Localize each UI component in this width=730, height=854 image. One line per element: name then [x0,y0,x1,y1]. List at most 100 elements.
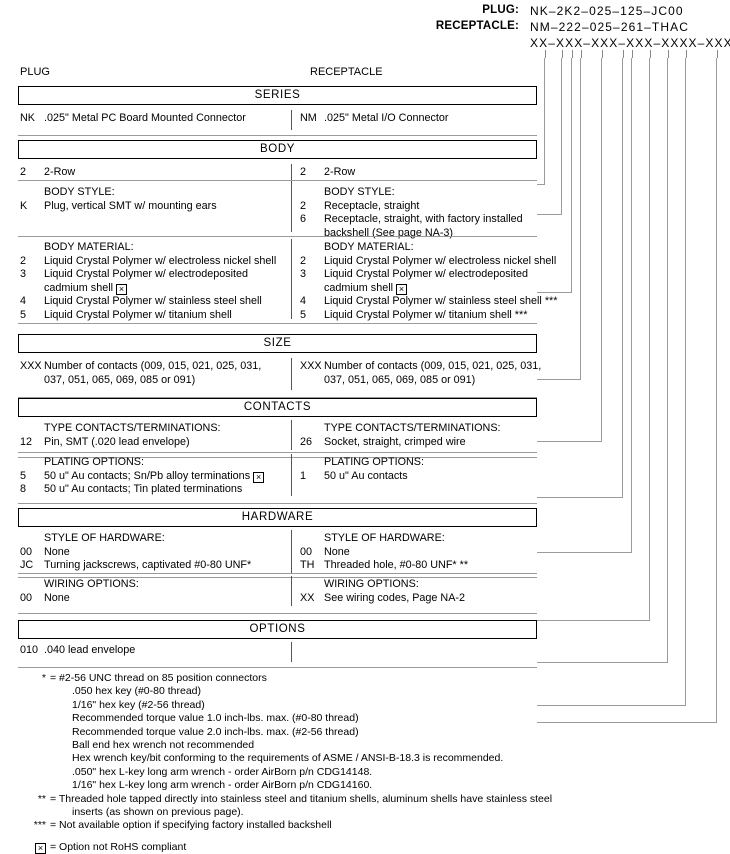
footnote-marker-text: *** [33,819,46,832]
footnote-line: Ball end hex wrench not recommended [72,739,255,751]
footnote-line: .050 hex key (#0-80 thread) [72,685,201,698]
option-code-text: 1 [300,469,307,482]
section-rule [18,613,537,614]
column-divider [291,642,292,662]
section-bar-series: SERIES [18,86,537,105]
group-heading-plug: BODY STYLE: [44,186,115,198]
option-code: XXX [300,360,322,374]
rohs-box-icon [116,283,128,295]
option-code-text: 2 [300,166,307,178]
option-description: Receptacle, straight, with factory insta… [324,213,523,226]
option-description: Liquid Crystal Polymer w/ titanium shell… [324,309,528,321]
footnote-marker-text: * [41,672,46,684]
option-code-text: 5 [20,309,27,321]
part-number-code: XX–XXX–XXX–XXX–XXXX–XXX [530,36,730,50]
subgroup-rule [18,180,537,181]
option-code-text: 00 [300,545,313,558]
option-description: 2-Row [44,166,76,178]
subgroup-rule [18,573,537,574]
option-code-text: K [20,199,28,212]
option-description: 2-Row [324,166,356,178]
footnote-marker: ** [0,793,46,806]
leader-line [537,58,623,498]
footnote-marker-text: ** [37,792,46,805]
leader-line [537,58,686,706]
option-description: 50 u" Au contacts [324,469,408,482]
option-description: None [324,545,350,558]
option-code: 5 [300,309,306,323]
option-code-text: 4 [20,295,27,308]
part-number-leader-tick [562,50,563,58]
option-description: Plug, vertical SMT w/ mounting ears [44,199,217,212]
part-number-leader-tick [686,50,687,58]
part-number-label: RECEPTACLE: [435,20,519,32]
rohs-box-icon [35,842,46,854]
column-divider [291,184,292,232]
option-description: backshell (See page NA-3) [324,226,454,239]
section-rule [18,577,537,578]
rohs-box-icon [253,471,265,483]
footnote-marker: * [0,672,46,685]
option-description: Liquid Crystal Polymer w/ titanium shell [44,309,232,321]
option-code: XXX [20,360,42,374]
part-number-code: NM–222–025–261–THAC [530,20,689,34]
group-heading-receptacle: STYLE OF HARDWARE: [324,532,445,544]
column-divider [291,420,292,450]
option-description: Liquid Crystal Polymer w/ electrodeposit… [44,268,249,281]
column-divider [291,454,292,496]
footnote-line: 1/16" hex L-key long arm wrench - order … [72,779,373,792]
option-description: Liquid Crystal Polymer w/ stainless stee… [44,295,262,308]
option-description: Receptacle, straight [324,199,420,212]
option-code: 3 [300,268,306,282]
column-divider [291,110,292,130]
group-heading-plug: PLATING OPTIONS: [44,456,144,468]
option-description: .040 lead envelope [44,644,136,656]
group-heading-receptacle: PLATING OPTIONS: [324,456,424,468]
option-code-text: JC [20,559,34,572]
part-number-row: PLUG:NK–2K2–025–125–JC00 [0,4,730,21]
option-description: None [44,591,70,604]
section-title: CONTACTS [243,401,312,413]
option-code: 1 [300,470,306,484]
group-heading-receptacle: WIRING OPTIONS: [324,578,419,590]
group-heading-receptacle: BODY MATERIAL: [324,241,414,253]
option-code-text: NK [20,112,35,124]
footnote-marker [0,841,46,854]
section-rule [18,135,537,136]
leader-line [537,58,602,442]
leader-line [537,58,668,663]
option-code: JC [20,559,33,573]
part-number-code: NK–2K2–025–125–JC00 [530,4,684,18]
option-description: .025" Metal PC Board Mounted Connector [44,112,246,124]
option-code-text: 2 [300,199,307,212]
column-divider [291,576,292,606]
option-code-text: XXX [300,360,322,372]
footnote-line: Hex wrench key/bit conforming to the req… [72,752,504,765]
option-description: Liquid Crystal Polymer w/ electroless ni… [44,254,277,267]
option-description: Threaded hole, #0-80 UNF* ** [324,559,469,572]
option-description: 50 u" Au contacts; Tin plated terminatio… [44,483,243,496]
section-rule [18,323,537,324]
section-rule [18,457,537,458]
option-description: cadmium shell [324,282,408,296]
group-heading-receptacle: BODY STYLE: [324,186,395,198]
column-divider [291,358,292,390]
option-code: 00 [20,592,32,606]
option-code-text: 3 [20,268,27,281]
section-rule [18,503,537,504]
section-bar-options: OPTIONS [18,620,537,639]
option-code: 8 [20,483,26,497]
option-code-text: 2 [20,166,27,178]
part-number-row: XX–XXX–XXX–XXX–XXXX–XXX [0,36,730,53]
leader-line [537,58,581,380]
option-code: 12 [20,436,32,450]
section-title: SERIES [254,89,301,101]
option-code: 2 [300,200,306,214]
option-code: 010 [20,644,38,658]
column-heading-receptacle: RECEPTACLE [310,66,383,78]
option-description: 50 u" Au contacts; Sn/Pb alloy terminati… [44,470,265,484]
group-heading-plug: WIRING OPTIONS: [44,578,139,590]
leader-line [537,58,650,621]
column-divider [291,530,292,574]
